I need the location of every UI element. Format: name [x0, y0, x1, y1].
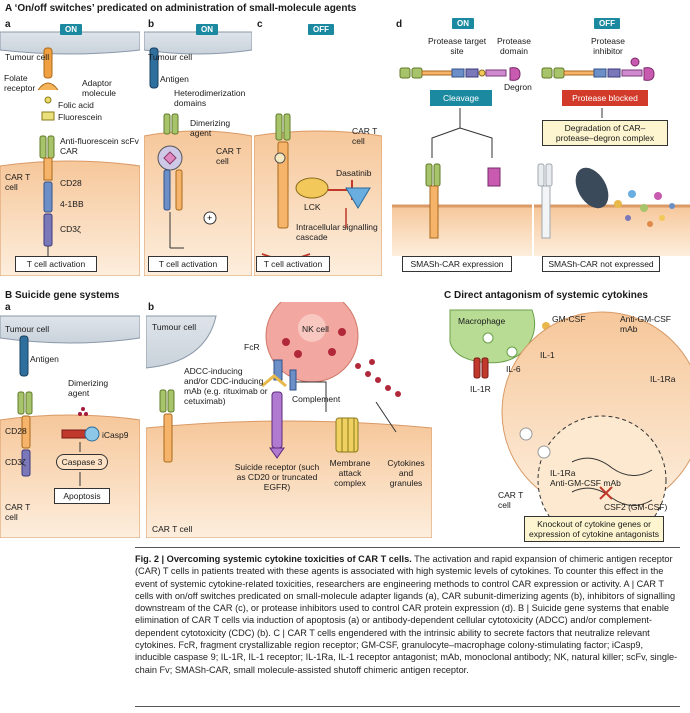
- panel-c-macrophage: Macrophage: [458, 316, 506, 326]
- panel-a-a-tumour: Tumour cell: [5, 52, 50, 62]
- caption-bottom-rule: [135, 706, 680, 707]
- panel-b-b-complement: Complement: [292, 394, 341, 404]
- panel-c-il1: IL-1: [540, 350, 555, 360]
- panel-b-a-apoptosis: Apoptosis: [54, 488, 110, 504]
- panel-a-a-badge: ON: [60, 24, 82, 35]
- panel-a-a-letter: a: [5, 19, 11, 30]
- panel-c-inner-il1ra: IL-1Ra: [550, 468, 576, 478]
- panel-a-d-cleavage: Cleavage: [430, 90, 492, 106]
- panel-a-d-badge-off: OFF: [594, 18, 620, 29]
- panel-a-c-activation: T cell activation: [256, 256, 330, 272]
- panel-b-b-cell: CAR T cell: [152, 524, 193, 534]
- panel-a-c-cell: CAR T cell: [352, 126, 378, 146]
- panel-a-b-bg: +: [144, 31, 252, 276]
- panel-a-d-badge-on: ON: [452, 18, 474, 29]
- panel-a-d-letter: d: [396, 19, 403, 30]
- panel-a-d-not-expressed: SMASh-CAR not expressed: [542, 256, 660, 272]
- panel-b-b: b Tumour cell NK cell FcR ADCC-inducing …: [146, 302, 432, 538]
- panel-a-c-lck: LCK: [304, 202, 321, 212]
- panel-c-il1ra: IL-1Ra: [650, 374, 676, 384]
- panel-b-b-fcr: FcR: [244, 342, 260, 352]
- panel-c-inner-anti: Anti-GM-CSF mAb: [550, 478, 621, 488]
- panel-a-a-41bb: 4-1BB: [60, 199, 84, 209]
- panel-b-a-icasp: iCasp9: [102, 430, 129, 440]
- svg-text:+: +: [207, 213, 212, 223]
- panel-b-a-cd28: CD28: [5, 426, 27, 436]
- panel-a-a-cd28: CD28: [60, 178, 82, 188]
- panel-a-d-expression: SMASh-CAR expression: [402, 256, 512, 272]
- panel-a-a-cell: CAR T cell: [5, 172, 31, 192]
- panel-b-a-cd3: CD3ζ: [5, 457, 26, 467]
- panel-a-d-inhibitor: Protease inhibitor: [590, 36, 626, 56]
- panel-b-b-cyto: Cytokines and granules: [387, 458, 425, 488]
- panel-b-a-bg: [0, 315, 140, 538]
- panel-a-b: + b ON Tumour cell Antigen Heterodimeriz…: [144, 18, 252, 276]
- panel-b-a: a Tumour cell Antigen Dimerizing agent i…: [0, 302, 140, 538]
- panel-a-c-badge: OFF: [308, 24, 334, 35]
- panel-c-il1r: IL-1R: [470, 384, 491, 394]
- panel-c-anti-gm: Anti-GM-CSF mAb: [620, 314, 671, 334]
- panel-a-a-receptor: Folate receptor: [4, 73, 36, 93]
- panel-b-b-letter: b: [148, 302, 155, 313]
- panel-b-b-tumour: Tumour cell: [152, 322, 197, 332]
- panel-a-c-dasatinib: Dasatinib: [336, 168, 372, 178]
- panel-a-d-bg: [392, 57, 690, 256]
- section-a-title: A ‘On/off switches’ predicated on admini…: [5, 3, 357, 14]
- panel-a-a-activation: T cell activation: [15, 256, 97, 272]
- figure-caption: Fig. 2 | Overcoming systemic cytokine to…: [135, 553, 680, 676]
- panel-b-a-letter: a: [5, 302, 11, 313]
- panel-a-d-target: Protease target site: [427, 36, 487, 56]
- panel-a-a-cd3: CD3ζ: [60, 224, 81, 234]
- panel-c-il6: IL-6: [506, 364, 521, 374]
- panel-a-b-cell: CAR T cell: [216, 146, 242, 166]
- panel-a-d-blocked: Protease blocked: [562, 90, 648, 106]
- panel-b-b-mac: Membrane attack complex: [329, 458, 371, 488]
- panel-a-b-hetero: Heterodimerization domains: [174, 88, 246, 108]
- section-c-title: C Direct antagonism of systemic cytokine…: [444, 290, 648, 301]
- caption-top-rule: [135, 547, 680, 548]
- panel-a-d-degradation: Degradation of CAR–protease–degron compl…: [542, 120, 668, 146]
- panel-a-d: d ON OFF Protease target site Protease d…: [392, 18, 690, 276]
- panel-b-b-bg: [146, 302, 432, 538]
- panel-a-a-adaptor: Adaptor molecule: [82, 78, 117, 98]
- panel-a-a-fluorescein: Fluorescein: [58, 112, 102, 122]
- panel-b-a-tumour: Tumour cell: [5, 324, 50, 334]
- panel-a-c-letter: c: [257, 19, 263, 30]
- panel-b-a-cell: CAR T cell: [5, 502, 31, 522]
- panel-c-gmcsf: GM-CSF: [552, 314, 586, 324]
- panel-a-b-badge: ON: [196, 24, 218, 35]
- panel-a-d-degron: Degron: [504, 82, 532, 92]
- panel-a-a: a ON Tumour cell Folate receptor Adaptor…: [0, 18, 140, 276]
- panel-a-b-letter: b: [148, 19, 155, 30]
- caption-title: Fig. 2 | Overcoming systemic cytokine to…: [135, 554, 412, 564]
- panel-b-a-casp3: Caspase 3: [56, 454, 108, 470]
- panel-b-a-antigen: Antigen: [30, 354, 59, 364]
- panel-a-c-intracell: Intracellular signalling cascade: [296, 222, 378, 242]
- panel-c: Macrophage GM-CSF Anti-GM-CSF mAb IL-1 I…: [440, 302, 690, 542]
- caption-body: The activation and rapid expansion of ch…: [135, 554, 678, 675]
- panel-c-bg: [449, 309, 690, 538]
- panel-b-b-nk: NK cell: [302, 324, 329, 334]
- panel-a-a-folic: Folic acid: [58, 100, 94, 110]
- panel-c-knockout: Knockout of cytokine genes or expression…: [524, 516, 664, 542]
- section-b-title: B Suicide gene systems: [5, 290, 120, 301]
- panel-a-a-anti: Anti-fluorescein scFv CAR: [60, 136, 139, 156]
- panel-b-b-suicide: Suicide receptor (such as CD20 or trunca…: [234, 462, 320, 492]
- panel-a-a-bg: [0, 31, 140, 276]
- panel-c-cell: CAR T cell: [498, 490, 524, 510]
- panel-a-d-domain: Protease domain: [496, 36, 532, 56]
- panel-a-b-antigen: Antigen: [160, 74, 189, 84]
- panel-c-csf2: CSF2 (GM-CSF): [604, 502, 668, 512]
- panel-a-c: c OFF CAR T cell LCK Dasatinib Intracell…: [254, 18, 382, 276]
- panel-b-b-adcc: ADCC-inducing and/or CDC-inducing mAb (e…: [184, 366, 268, 406]
- panel-a-b-activation: T cell activation: [148, 256, 228, 272]
- panel-b-a-dimer: Dimerizing agent: [68, 378, 109, 398]
- panel-a-b-tumour: Tumour cell: [148, 52, 193, 62]
- panel-a-b-dimer: Dimerizing agent: [190, 118, 231, 138]
